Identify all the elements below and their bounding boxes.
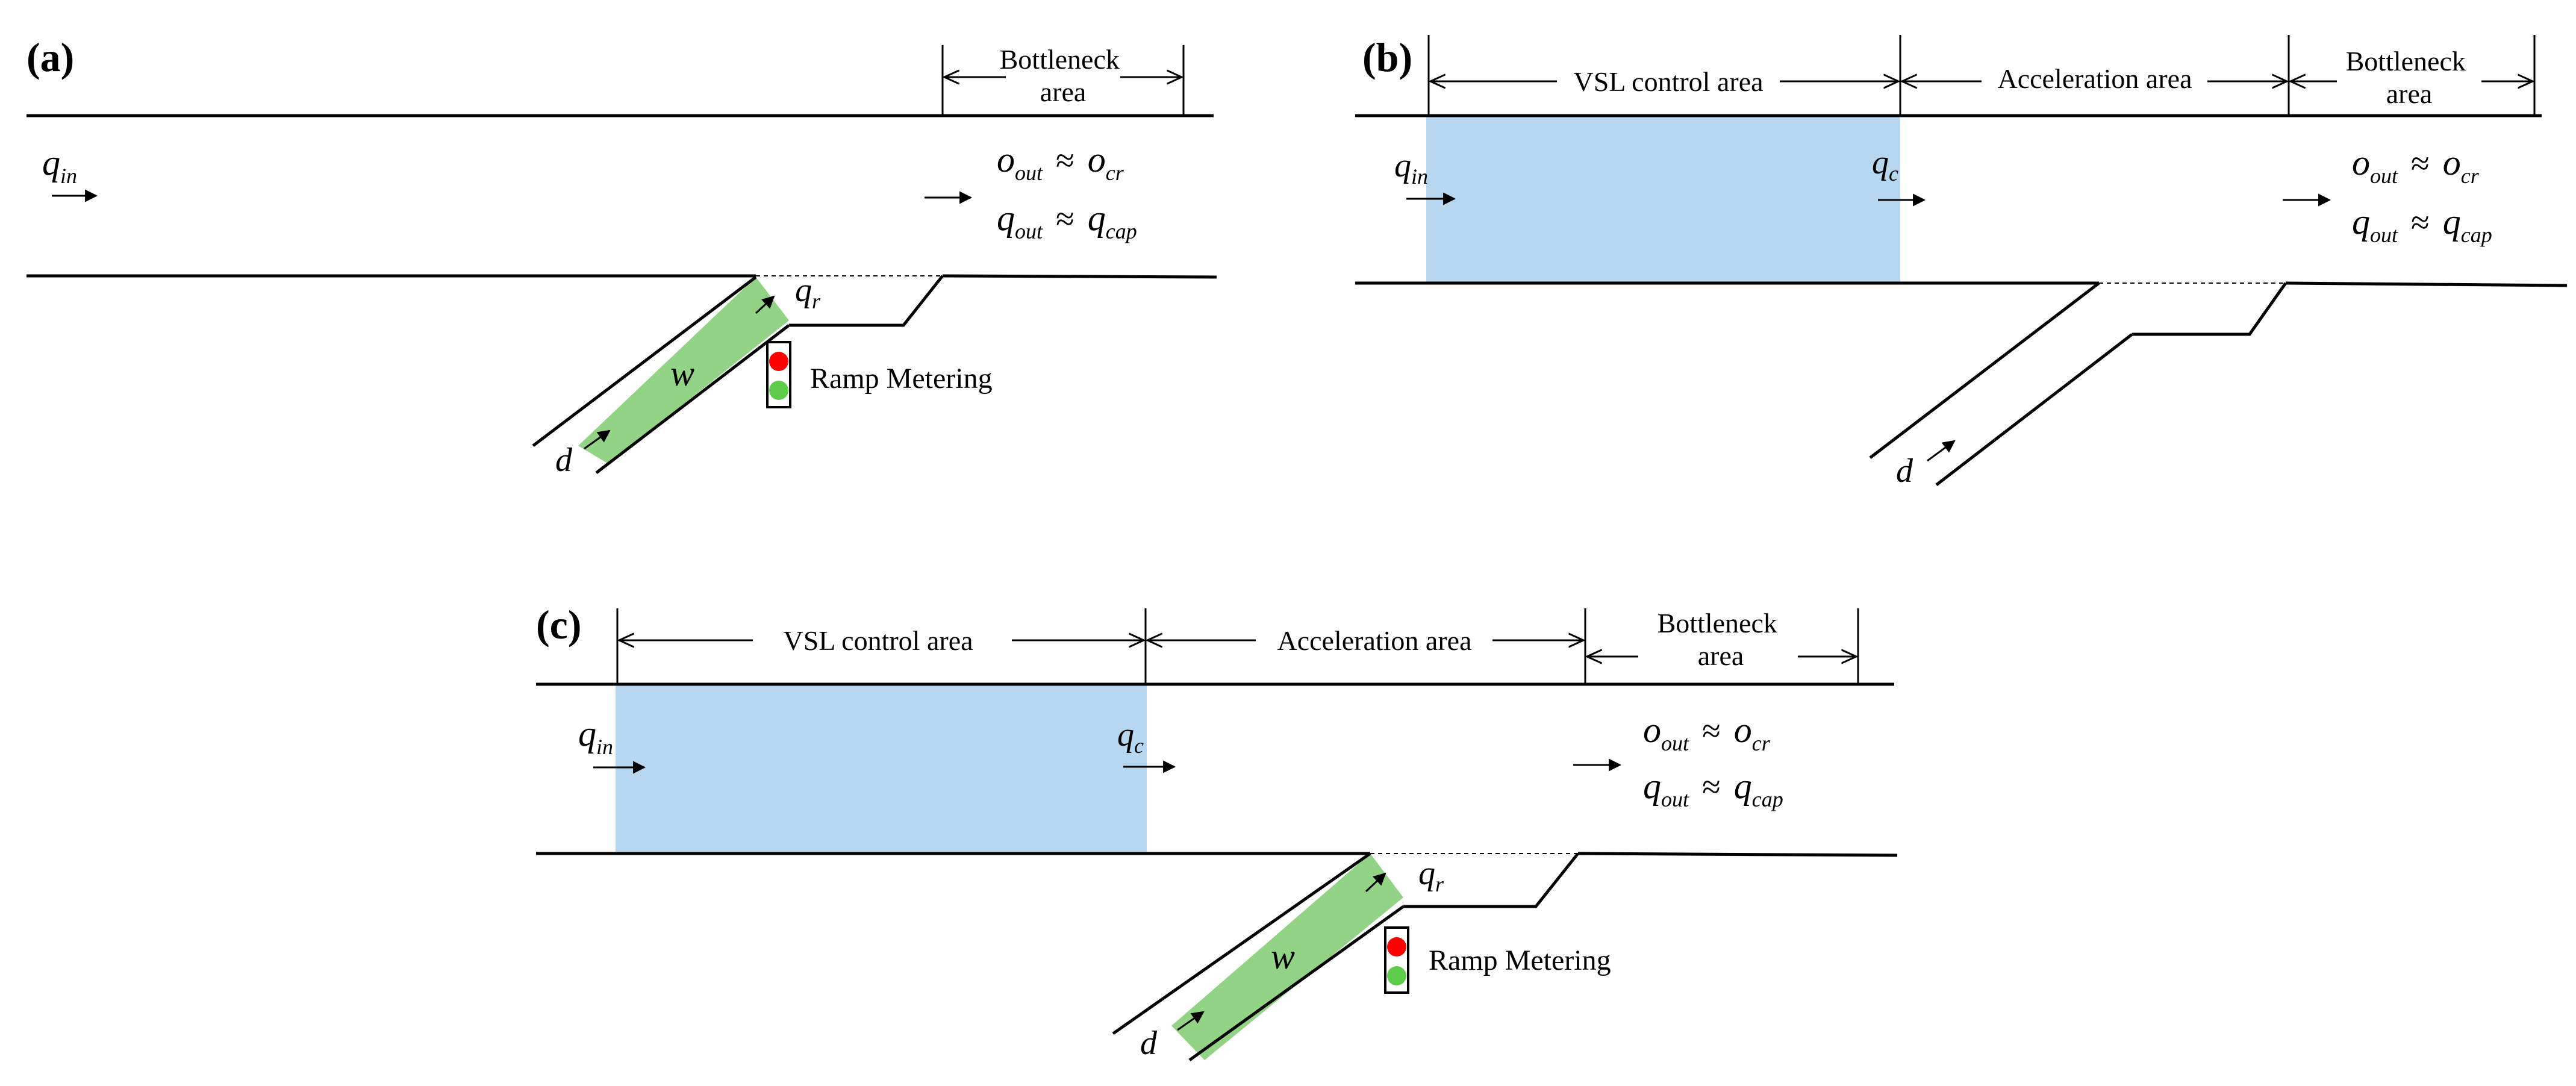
panel-c-acceleration-label: Acceleration area bbox=[1277, 625, 1471, 656]
panel-c-w-label: w bbox=[1271, 937, 1295, 976]
panel-c-vsl-label: VSL control area bbox=[783, 625, 973, 656]
panel-a-green-light bbox=[769, 381, 788, 400]
panel-b-acceleration-label: Acceleration area bbox=[1997, 63, 2192, 94]
panel-a-o-out-relation: oout≈ocr bbox=[997, 140, 1124, 185]
panel-b-label: (b) bbox=[1362, 34, 1412, 80]
panel-c-green-light bbox=[1387, 966, 1406, 985]
panel-b-q-out-relation: qout≈qcap bbox=[2352, 202, 2492, 247]
panel-a-red-light bbox=[769, 352, 788, 371]
panel-b-q-in-label: qin bbox=[1394, 147, 1428, 189]
panel-c-q-out-relation: qout≈qcap bbox=[1643, 766, 1783, 811]
panel-c-vsl-zone bbox=[616, 684, 1147, 854]
panel-c-q-c-label: qc bbox=[1117, 716, 1144, 758]
panel-c-ramp-storage bbox=[1171, 854, 1403, 1060]
panel-a-q-in-label: qin bbox=[42, 143, 77, 188]
panel-a-ramp-metering-label: Ramp Metering bbox=[810, 363, 993, 395]
panel-b-vsl-label: VSL control area bbox=[1573, 66, 1763, 97]
panel-c-bottleneck-label: Bottleneck area bbox=[1658, 608, 1785, 671]
panel-a-ramp-storage bbox=[578, 277, 789, 464]
panel-b-o-out-relation: oout≈ocr bbox=[2352, 143, 2480, 188]
panel-a-q-r-label: qr bbox=[795, 272, 821, 313]
panel-a-w-label: w bbox=[670, 354, 694, 393]
panel-b-q-c-label: qc bbox=[1872, 144, 1898, 186]
panel-a-d-label: d bbox=[555, 442, 573, 479]
panel-c-q-in-label: qin bbox=[578, 714, 613, 759]
panel-c-d-label: d bbox=[1140, 1025, 1158, 1062]
panel-b-d-label: d bbox=[1896, 452, 1913, 490]
panel-a-bottleneck-label: Bottleneck area bbox=[1000, 44, 1127, 107]
panel-c: (c) VSL control area Acceleration area B… bbox=[536, 602, 1898, 1062]
panel-c-label: (c) bbox=[536, 602, 581, 648]
panel-a-q-out-relation: qout≈qcap bbox=[997, 198, 1137, 243]
panel-a-label: (a) bbox=[27, 34, 74, 80]
panel-c-red-light bbox=[1387, 937, 1406, 956]
panel-c-ramp-metering-label: Ramp Metering bbox=[1429, 944, 1611, 976]
panel-b-bottleneck-label: Bottleneck area bbox=[2346, 46, 2473, 109]
panel-b: (b) VSL control area Acceleration area B… bbox=[1355, 34, 2568, 490]
panel-a: (a) Bottleneck area qin oout≈ocr qout≈qc… bbox=[27, 34, 1217, 479]
panel-b-vsl-zone bbox=[1426, 116, 1900, 283]
panel-c-q-r-label: qr bbox=[1418, 855, 1444, 896]
panel-c-o-out-relation: oout≈ocr bbox=[1643, 710, 1771, 755]
